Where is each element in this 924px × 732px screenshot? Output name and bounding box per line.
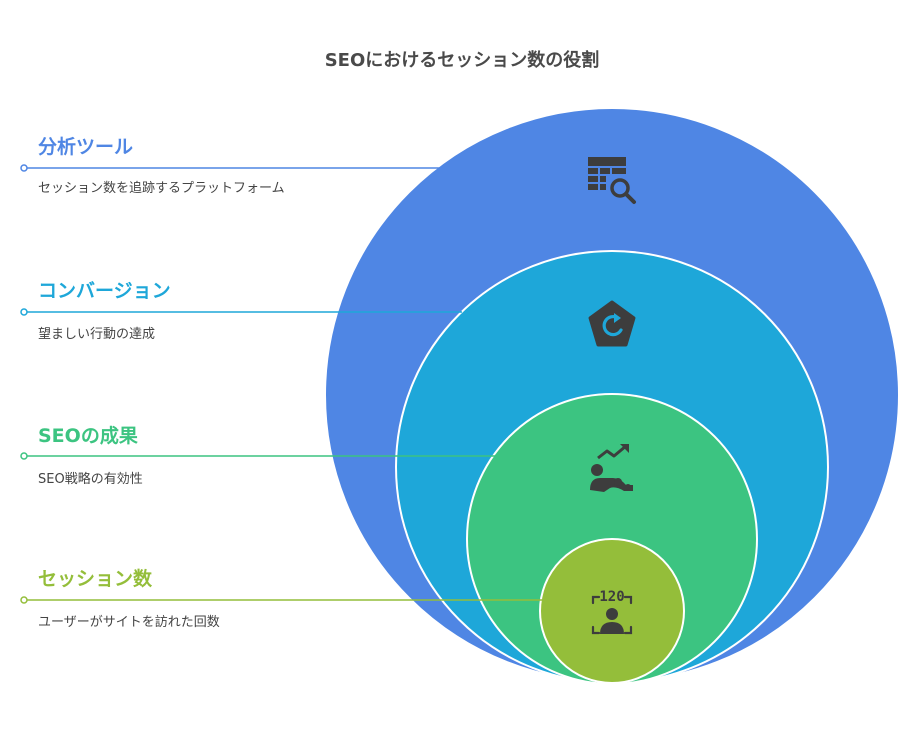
- table-search-icon: [588, 157, 636, 204]
- diagram-title: SEOにおけるセッション数の役割: [324, 50, 600, 71]
- growth-chart-person-icon: [590, 444, 633, 492]
- connector-dot-conversion: [20, 308, 28, 316]
- layer-description-analytics: セッション数を追跡するプラットフォーム: [38, 181, 285, 196]
- layer-description-conversion: 望ましい行動の達成: [38, 327, 156, 342]
- layer-label-sessions: セッション数: [38, 568, 153, 590]
- connector-dot-sessions: [20, 596, 28, 604]
- layer-description-sessions: ユーザーがサイトを訪れた回数: [38, 615, 220, 630]
- visitor-counter-icon: 120: [591, 589, 633, 635]
- layer-label-seo-results: SEOの成果: [38, 425, 138, 447]
- layer-label-analytics: 分析ツール: [38, 136, 134, 158]
- connector-dot-analytics: [20, 164, 28, 172]
- connector-dot-seo-results: [20, 452, 28, 460]
- refresh-pentagon-icon: [588, 300, 636, 347]
- layer-description-seo-results: SEO戦略の有効性: [38, 472, 143, 487]
- layer-label-conversion: コンバージョン: [38, 280, 171, 302]
- visitor-count-text: 120: [599, 589, 624, 605]
